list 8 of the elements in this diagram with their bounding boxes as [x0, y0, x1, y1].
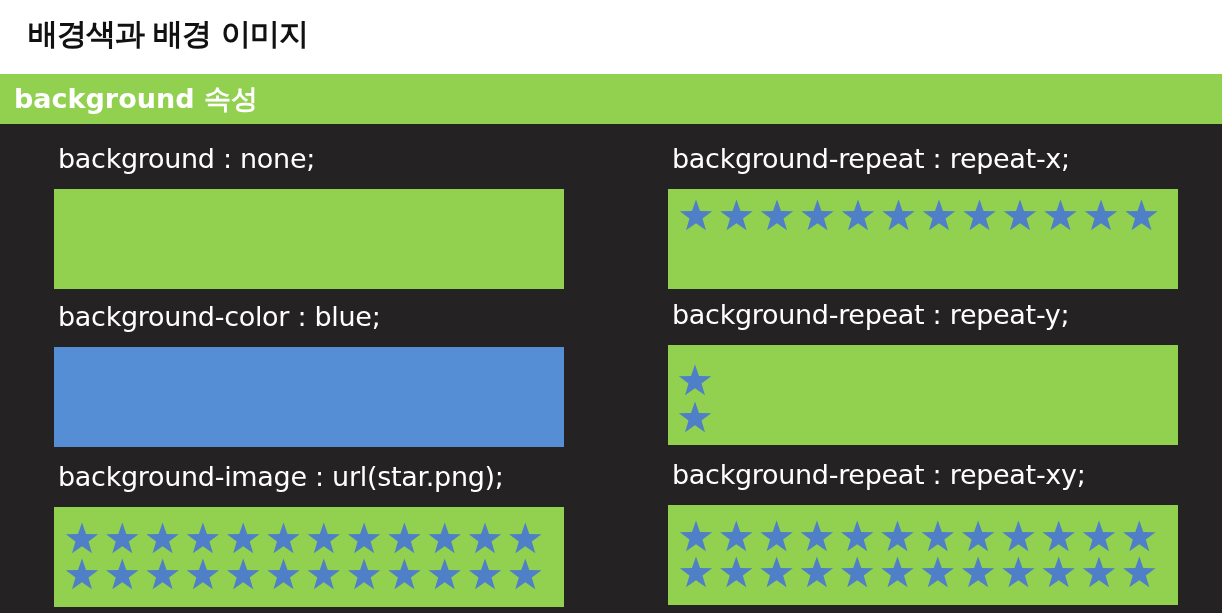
- css-property-label: background-repeat : repeat-xy;: [672, 459, 1086, 490]
- css-property-label: background-repeat : repeat-y;: [672, 299, 1070, 330]
- section-header-band: background 속성: [0, 74, 1222, 124]
- css-property-label: background-repeat : repeat-x;: [672, 143, 1070, 174]
- css-property-label: background-image : url(star.png);: [58, 461, 504, 492]
- slide-title: 배경색과 배경 이미지: [28, 15, 308, 53]
- css-property-label: background-color : blue;: [58, 301, 381, 332]
- css-property-label: background : none;: [58, 143, 315, 174]
